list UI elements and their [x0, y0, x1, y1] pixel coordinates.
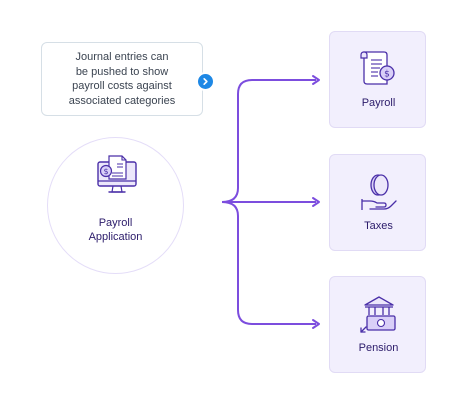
target-pension-label: Pension [358, 342, 399, 354]
journal-note-text: Journal entries can be pushed to show pa… [68, 51, 176, 107]
payroll-application-label: Payroll Application [47, 216, 184, 244]
target-taxes-label: Taxes [364, 220, 393, 232]
payroll-computer-icon: $ [97, 155, 137, 193]
journal-note-card: Journal entries can be pushed to show pa… [41, 42, 203, 116]
target-payroll-box: $ Payroll [329, 31, 426, 128]
arrowhead-taxes [312, 197, 320, 207]
target-taxes-box: Taxes [329, 154, 426, 251]
coin-hand-icon [361, 174, 397, 210]
bank-money-icon [360, 296, 396, 333]
target-pension-box: Pension [329, 276, 426, 373]
arrowhead-payroll [312, 75, 320, 85]
arrowhead-pension [312, 319, 320, 329]
svg-text:$: $ [384, 70, 390, 80]
chevron-right-icon[interactable] [196, 72, 215, 91]
connector-pension [221, 201, 316, 325]
app-label-line1: Payroll [98, 217, 133, 229]
svg-text:$: $ [103, 167, 108, 176]
app-label-line2: Application [88, 231, 143, 243]
target-payroll-label: Payroll [361, 97, 396, 109]
payslip-document-icon: $ [360, 51, 395, 85]
connector-payroll [221, 79, 316, 203]
